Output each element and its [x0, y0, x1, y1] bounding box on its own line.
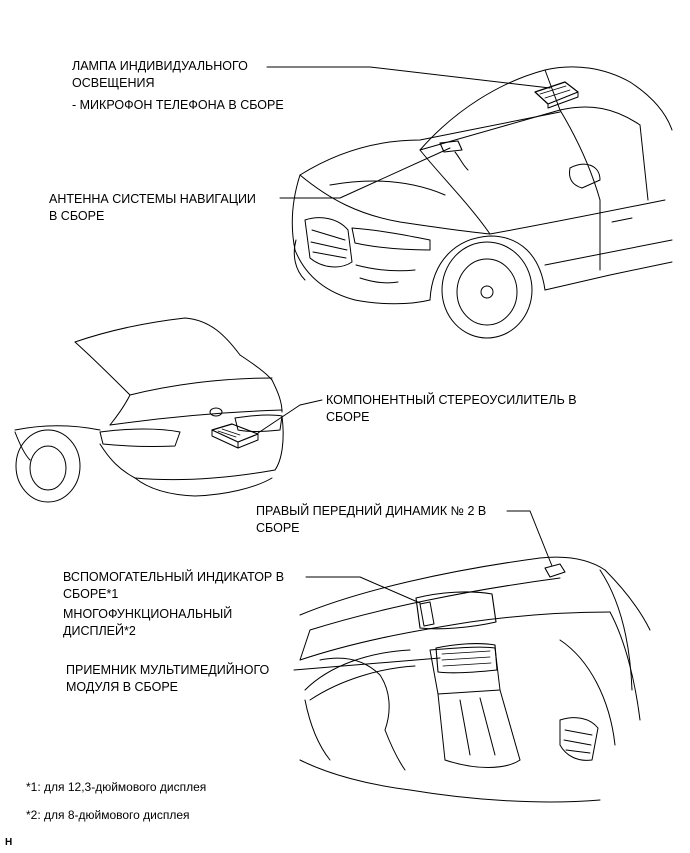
front-speaker-label-line2: СБОРЕ — [256, 521, 300, 535]
dome-lamp-label-line1: ЛАМПА ИНДИВИДУАЛЬНОГО — [72, 59, 248, 73]
multi-display-label: МНОГОФУНКЦИОНАЛЬНЫЙ ДИСПЛЕЙ*2 — [63, 606, 232, 640]
front-speaker-label-line1: ПРАВЫЙ ПЕРЕДНИЙ ДИНАМИК № 2 В — [256, 504, 487, 518]
footnote-1: *1: для 12,3-дюймового дисплея — [26, 780, 207, 794]
amplifier-label-line1: КОМПОНЕНТНЫЙ СТЕРЕОУСИЛИТЕЛЬ В — [326, 393, 577, 407]
rear-car-illustration — [14, 317, 284, 503]
dome-lamp-label: ЛАМПА ИНДИВИДУАЛЬНОГО ОСВЕЩЕНИЯ — [72, 58, 248, 92]
receiver-label-line1: ПРИЕМНИК МУЛЬТИМЕДИЙНОГО — [66, 663, 270, 677]
receiver-label: ПРИЕМНИК МУЛЬТИМЕДИЙНОГО МОДУЛЯ В СБОРЕ — [66, 662, 269, 696]
amplifier-label: КОМПОНЕНТНЫЙ СТЕРЕОУСИЛИТЕЛЬ В СБОРЕ — [326, 392, 577, 426]
amplifier-label-line2: СБОРЕ — [326, 410, 370, 424]
dome-lamp-label-line2: ОСВЕЩЕНИЯ — [72, 76, 155, 90]
nav-antenna-label: АНТЕННА СИСТЕМЫ НАВИГАЦИИ В СБОРЕ — [49, 191, 256, 225]
multi-display-label-line2: ДИСПЛЕЙ*2 — [63, 624, 136, 638]
illustration-code: H — [5, 837, 13, 848]
nav-antenna-label-line1: АНТЕННА СИСТЕМЫ НАВИГАЦИИ — [49, 192, 256, 206]
receiver-label-line2: МОДУЛЯ В СБОРЕ — [66, 680, 178, 694]
aux-indicator-label-line1: ВСПОМОГАТЕЛЬНЫЙ ИНДИКАТОР В — [63, 570, 285, 584]
front-car-illustration — [291, 66, 673, 339]
aux-indicator-label: ВСПОМОГАТЕЛЬНЫЙ ИНДИКАТОР В СБОРЕ*1 — [63, 569, 284, 603]
leader-lines — [257, 66, 553, 671]
front-speaker-label: ПРАВЫЙ ПЕРЕДНИЙ ДИНАМИК № 2 В СБОРЕ — [256, 503, 486, 537]
multi-display-label-line1: МНОГОФУНКЦИОНАЛЬНЫЙ — [63, 607, 233, 621]
microphone-label: - МИКРОФОН ТЕЛЕФОНА В СБОРЕ — [72, 98, 284, 112]
footnote-2: *2: для 8-дюймового дисплея — [26, 808, 190, 822]
dashboard-illustration — [299, 556, 651, 803]
nav-antenna-label-line2: В СБОРЕ — [49, 209, 105, 223]
aux-indicator-label-line2: СБОРЕ*1 — [63, 587, 119, 601]
